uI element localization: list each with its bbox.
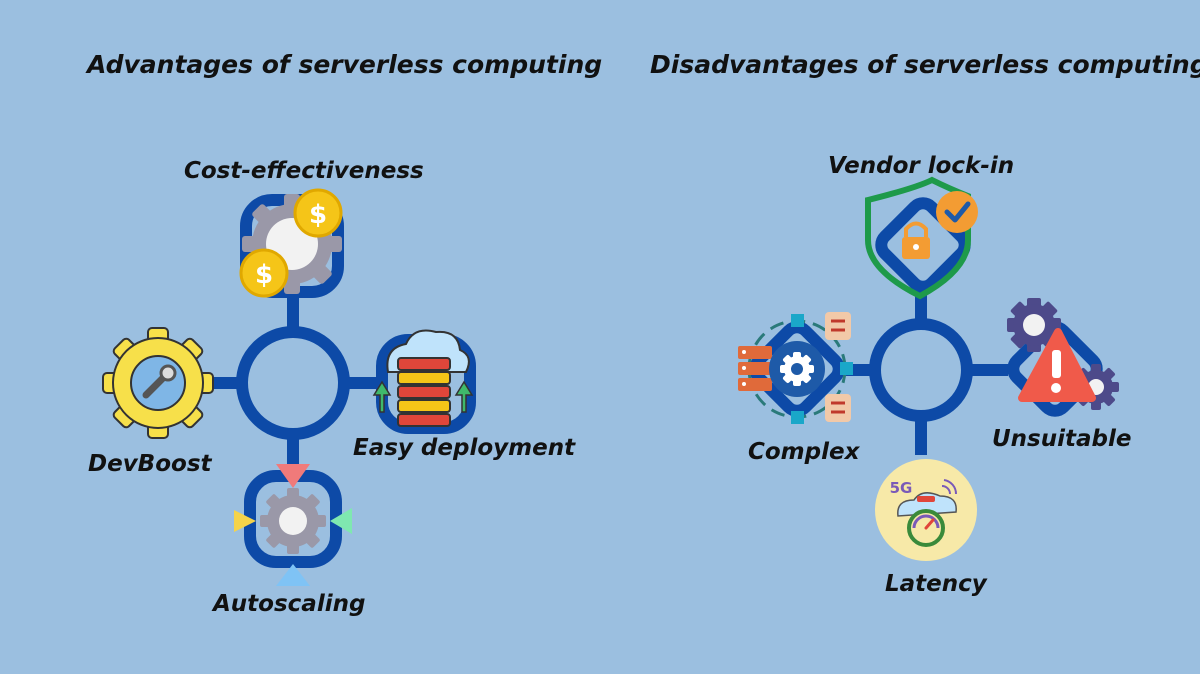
shield-lock-icon (865, 176, 978, 300)
disadvantages-title: Disadvantages of serverless computing (650, 50, 1200, 79)
label-easy-deployment: Easy deployment (353, 435, 576, 461)
latency-speed-icon: 5G (875, 459, 977, 561)
gear-warning-icon (1007, 298, 1119, 410)
label-latency: Latency (885, 571, 987, 597)
cloud-server-icon (372, 329, 474, 427)
complex-network-icon (738, 312, 853, 424)
label-devboost: DevBoost (88, 451, 212, 477)
wrench-gear-icon (102, 327, 214, 439)
svg-text:$: $ (309, 200, 327, 230)
label-unsuitable: Unsuitable (992, 426, 1132, 452)
svg-text:$: $ (255, 260, 273, 290)
label-cost-effectiveness: Cost-effectiveness (184, 158, 424, 184)
latency-5g-text: 5G (890, 479, 913, 497)
label-autoscaling: Autoscaling (213, 591, 366, 617)
gear-coins-icon: $ $ (239, 188, 343, 298)
advantages-title: Advantages of serverless computing (87, 50, 603, 79)
label-complex: Complex (748, 439, 860, 465)
label-vendor-lock-in: Vendor lock-in (828, 153, 1015, 179)
autoscaling-gear-icon (234, 464, 352, 586)
